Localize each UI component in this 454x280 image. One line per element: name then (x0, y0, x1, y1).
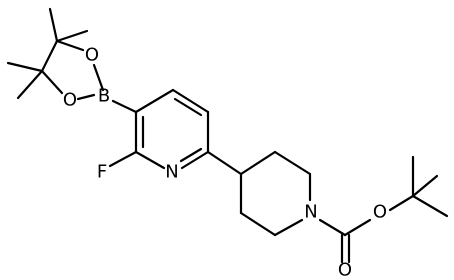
bond-pip-2 (273, 150, 312, 176)
bond-methyl-1 (48, 7, 59, 43)
atom-label-N-pyridine: N (165, 162, 178, 183)
bond-methyl-4 (16, 69, 44, 100)
atom-label-O-upper: O (85, 45, 99, 66)
atom-label-O-ester: O (373, 202, 387, 223)
bond-pip-1 (239, 150, 277, 176)
atom-label-F: F (97, 162, 107, 183)
bond-methyl-3 (6, 61, 44, 73)
bond-O-lower-B (76, 93, 96, 101)
pinacol-ring (6, 7, 105, 101)
bond-pip-5 (239, 211, 277, 237)
bond-pip-4 (273, 218, 304, 237)
bond-tBu-methyl-2 (411, 194, 449, 218)
bond-C2-N-inner (179, 147, 203, 163)
bond-B-O-upper (92, 63, 105, 92)
bond-O-upper-C (55, 39, 85, 52)
atom-label-N-piperidine: N (304, 202, 317, 223)
bond-C2-N (180, 150, 210, 170)
bond-C-O-lower (40, 69, 64, 95)
bond-C5-C4 (134, 88, 175, 114)
piperidine-ring (206, 150, 312, 237)
bond-B-C5 (111, 99, 138, 114)
atom-label-O-lower: O (63, 90, 77, 111)
bond-methyl-2 (55, 29, 89, 43)
bond-C4-C3-inner (173, 97, 203, 117)
bond-C2-C4pip (206, 150, 243, 176)
atom-label-B: B (98, 86, 110, 107)
bond-N-C6 (134, 150, 166, 170)
bond-tBu-methyl-3 (411, 174, 439, 198)
atom-label-O-carbonyl: O (338, 260, 352, 280)
pyridine-ring (108, 88, 210, 170)
bond-C4-C3 (171, 88, 210, 114)
boc-group (318, 155, 449, 264)
bond-N-Ccarbonyl (318, 218, 347, 237)
bond-C-O-ester (343, 218, 372, 237)
bond-C6-F (108, 150, 138, 168)
bond-C-C-ring (40, 39, 59, 73)
bond-O-tBu (388, 194, 415, 212)
